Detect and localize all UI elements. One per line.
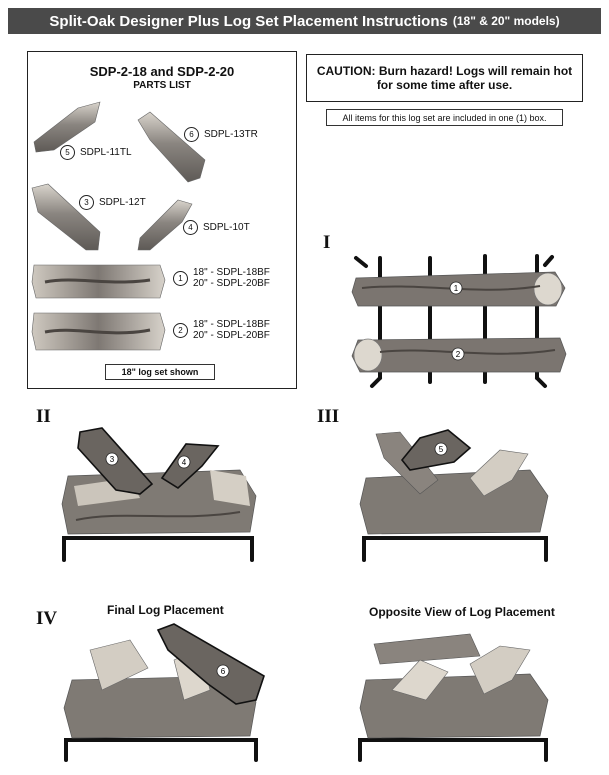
part-code-1-18: 18" - SDPL-18BF [193,267,270,278]
part-item-4: 4 SDPL-10T [183,220,250,235]
part-code-6: SDPL-13TR [204,129,258,140]
parts-subtitle: PARTS LIST [133,80,191,91]
part-number-1: 1 [173,270,188,286]
page-models: (18" & 20" models) [452,14,560,28]
part-code-5: SDPL-11TL [80,147,132,158]
page-title: Split-Oak Designer Plus Log Set Placemen… [49,12,448,30]
part-code-4: SDPL-10T [203,222,250,233]
step-1-label: I [323,232,331,253]
part-code-1-20: 20" - SDPL-20BF [193,278,270,289]
step-2-label: II [36,406,51,427]
part-codes-1: 18" - SDPL-18BF 20" - SDPL-20BF [193,267,270,289]
parts-title: SDP-2-18 and SDP-2-20 [89,64,235,79]
step-3-marker-5: 5 [439,445,444,454]
part-item-6: 6 SDPL-13TR [184,127,258,142]
part-item-1: 1 18" - SDPL-18BF 20" - SDPL-20BF [173,267,270,289]
step-1-marker-1: 1 [454,284,459,293]
part-number-6: 6 [184,127,199,142]
step-4-caption: Final Log Placement [107,603,224,617]
part-code-3: SDPL-12T [99,197,146,208]
caution-box: CAUTION: Burn hazard! Logs will remain h… [306,54,583,102]
part-code-2-18: 18" - SDPL-18BF [193,319,270,330]
opposite-view-caption: Opposite View of Log Placement [369,605,555,619]
box-contents-note: All items for this log set are included … [326,109,563,126]
step-4-label: IV [36,608,58,629]
step-2-marker-4: 4 [182,458,187,467]
step-1-marker-2: 2 [456,350,461,359]
part-number-2: 2 [173,322,188,338]
part-number-5: 5 [60,145,75,160]
part-number-3: 3 [79,195,94,210]
part-codes-2: 18" - SDPL-18BF 20" - SDPL-20BF [193,319,270,341]
part-item-3: 3 SDPL-12T [79,195,146,210]
part-code-2-20: 20" - SDPL-20BF [193,330,270,341]
part-item-2: 2 18" - SDPL-18BF 20" - SDPL-20BF [173,319,270,341]
log-set-shown-label: 18" log set shown [105,364,215,380]
part-number-4: 4 [183,220,198,235]
step-2-marker-3: 3 [110,455,115,464]
step-3-label: III [317,406,340,427]
step-4-marker-6: 6 [221,667,226,676]
page-header: Split-Oak Designer Plus Log Set Placemen… [8,8,601,34]
parts-list-box [27,51,297,389]
part-item-5: 5 SDPL-11TL [60,145,132,160]
